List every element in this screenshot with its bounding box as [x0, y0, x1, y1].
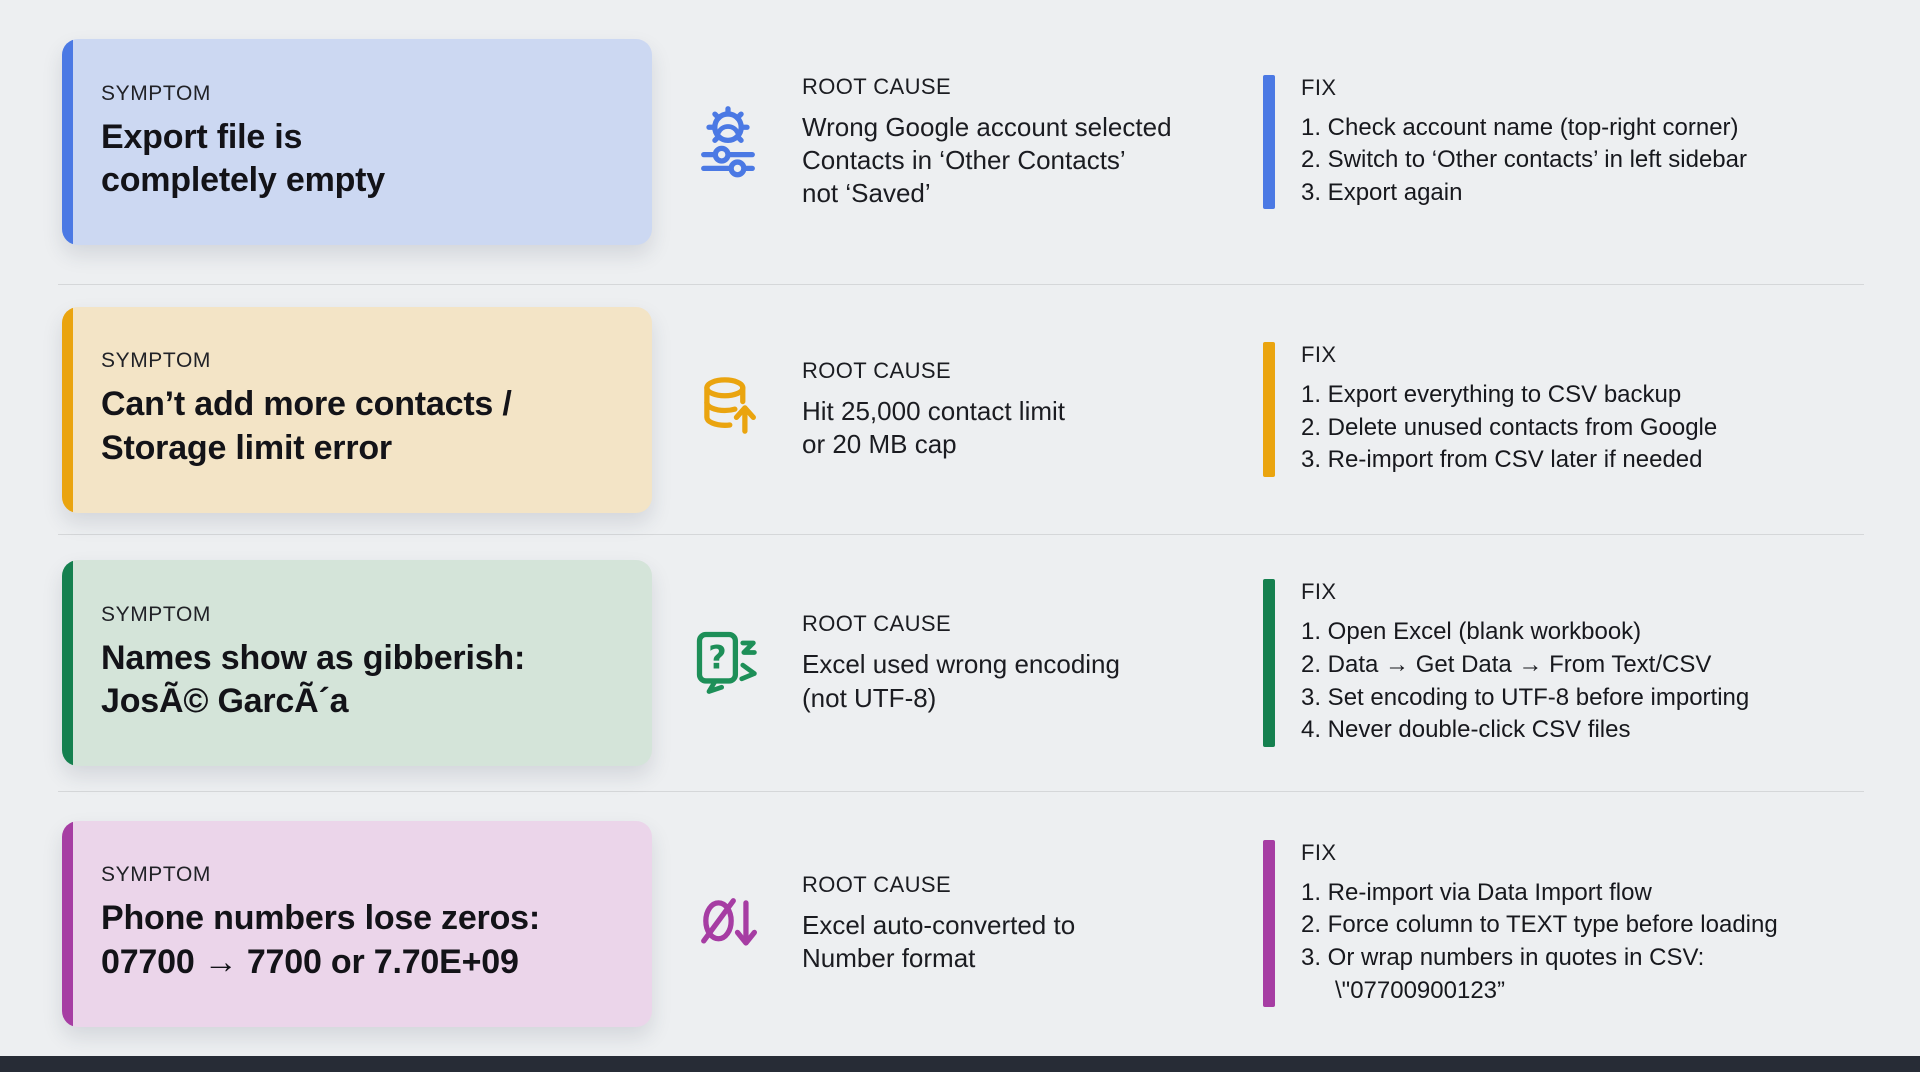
symptom-accent-bar: [62, 560, 73, 766]
root-cause-label: ROOT CAUSE: [802, 73, 952, 99]
fix-label: FIX: [1301, 74, 1337, 100]
symptom-accent-bar: [62, 820, 73, 1027]
fix-block: FIX 1. Check account name (top-right cor…: [1263, 74, 1920, 210]
fix-label: FIX: [1301, 579, 1337, 605]
fix-accent-bar: [1263, 839, 1275, 1008]
root-cause-block: ROOT CAUSE Wrong Google account selected…: [652, 74, 1263, 211]
fix-accent-bar: [1263, 342, 1275, 477]
row-divider: [58, 284, 1864, 285]
fix-label: FIX: [1301, 342, 1337, 368]
symptom-label: SYMPTOM: [101, 81, 211, 105]
root-cause-block: ROOT CAUSE Hit 25,000 contact limit or 2…: [652, 358, 1263, 462]
symptom-accent-bar: [62, 39, 73, 245]
gear-sliders-icon: [690, 104, 766, 180]
crossed-zero-down-arrow-icon: [690, 886, 766, 962]
symptom-card: SYMPTOM Names show as gibberish: JosÃ© G…: [62, 560, 652, 766]
issue-row-empty-export: SYMPTOM Export file is completely empty: [0, 0, 1920, 284]
fix-block: FIX 1. Export everything to CSV backup 2…: [1263, 342, 1920, 477]
bottom-bar: [0, 1056, 1920, 1072]
issue-row-phone-zeros: SYMPTOM Phone numbers lose zeros: 07700 …: [0, 792, 1920, 1055]
symptom-card: SYMPTOM Export file is completely empty: [62, 39, 652, 245]
row-divider: [58, 534, 1864, 535]
root-cause-label: ROOT CAUSE: [802, 871, 952, 897]
symptom-card: SYMPTOM Can’t add more contacts / Storag…: [62, 306, 652, 513]
symptom-accent-bar: [62, 306, 73, 513]
issue-row-storage-limit: SYMPTOM Can’t add more contacts / Storag…: [0, 285, 1920, 534]
symptom-label: SYMPTOM: [101, 863, 211, 887]
database-up-arrow-icon: [690, 372, 766, 448]
symptom-card: SYMPTOM Phone numbers lose zeros: 07700 …: [62, 820, 652, 1027]
symptom-title: Phone numbers lose zeros: 07700 → 7700 o…: [101, 899, 540, 981]
root-cause-block: ? ROOT CAUSE Excel used wrong encoding (…: [652, 611, 1263, 715]
question-card-icon: ?: [690, 625, 766, 701]
root-cause-label: ROOT CAUSE: [802, 357, 952, 383]
fix-block: FIX 1. Open Excel (blank workbook) 2. Da…: [1263, 579, 1920, 747]
root-cause-block: ROOT CAUSE Excel auto-converted to Numbe…: [652, 872, 1263, 976]
symptom-label: SYMPTOM: [101, 349, 211, 373]
fix-label: FIX: [1301, 839, 1337, 865]
svg-text:?: ?: [708, 640, 726, 676]
fix-block: FIX 1. Re-import via Data Import flow 2.…: [1263, 839, 1920, 1008]
fix-accent-bar: [1263, 579, 1275, 747]
symptom-title: Can’t add more contacts / Storage limit …: [101, 385, 512, 467]
fix-step-continuation: \"07700900123”: [1335, 976, 1506, 1004]
row-divider: [58, 791, 1864, 792]
root-cause-label: ROOT CAUSE: [802, 611, 952, 637]
symptom-title: Export file is completely empty: [101, 117, 386, 199]
fix-accent-bar: [1263, 74, 1275, 210]
symptom-label: SYMPTOM: [101, 602, 211, 626]
issue-row-encoding-gibberish: SYMPTOM Names show as gibberish: JosÃ© G…: [0, 535, 1920, 791]
symptom-title: Names show as gibberish: JosÃ© GarcÃ´a: [101, 638, 526, 720]
